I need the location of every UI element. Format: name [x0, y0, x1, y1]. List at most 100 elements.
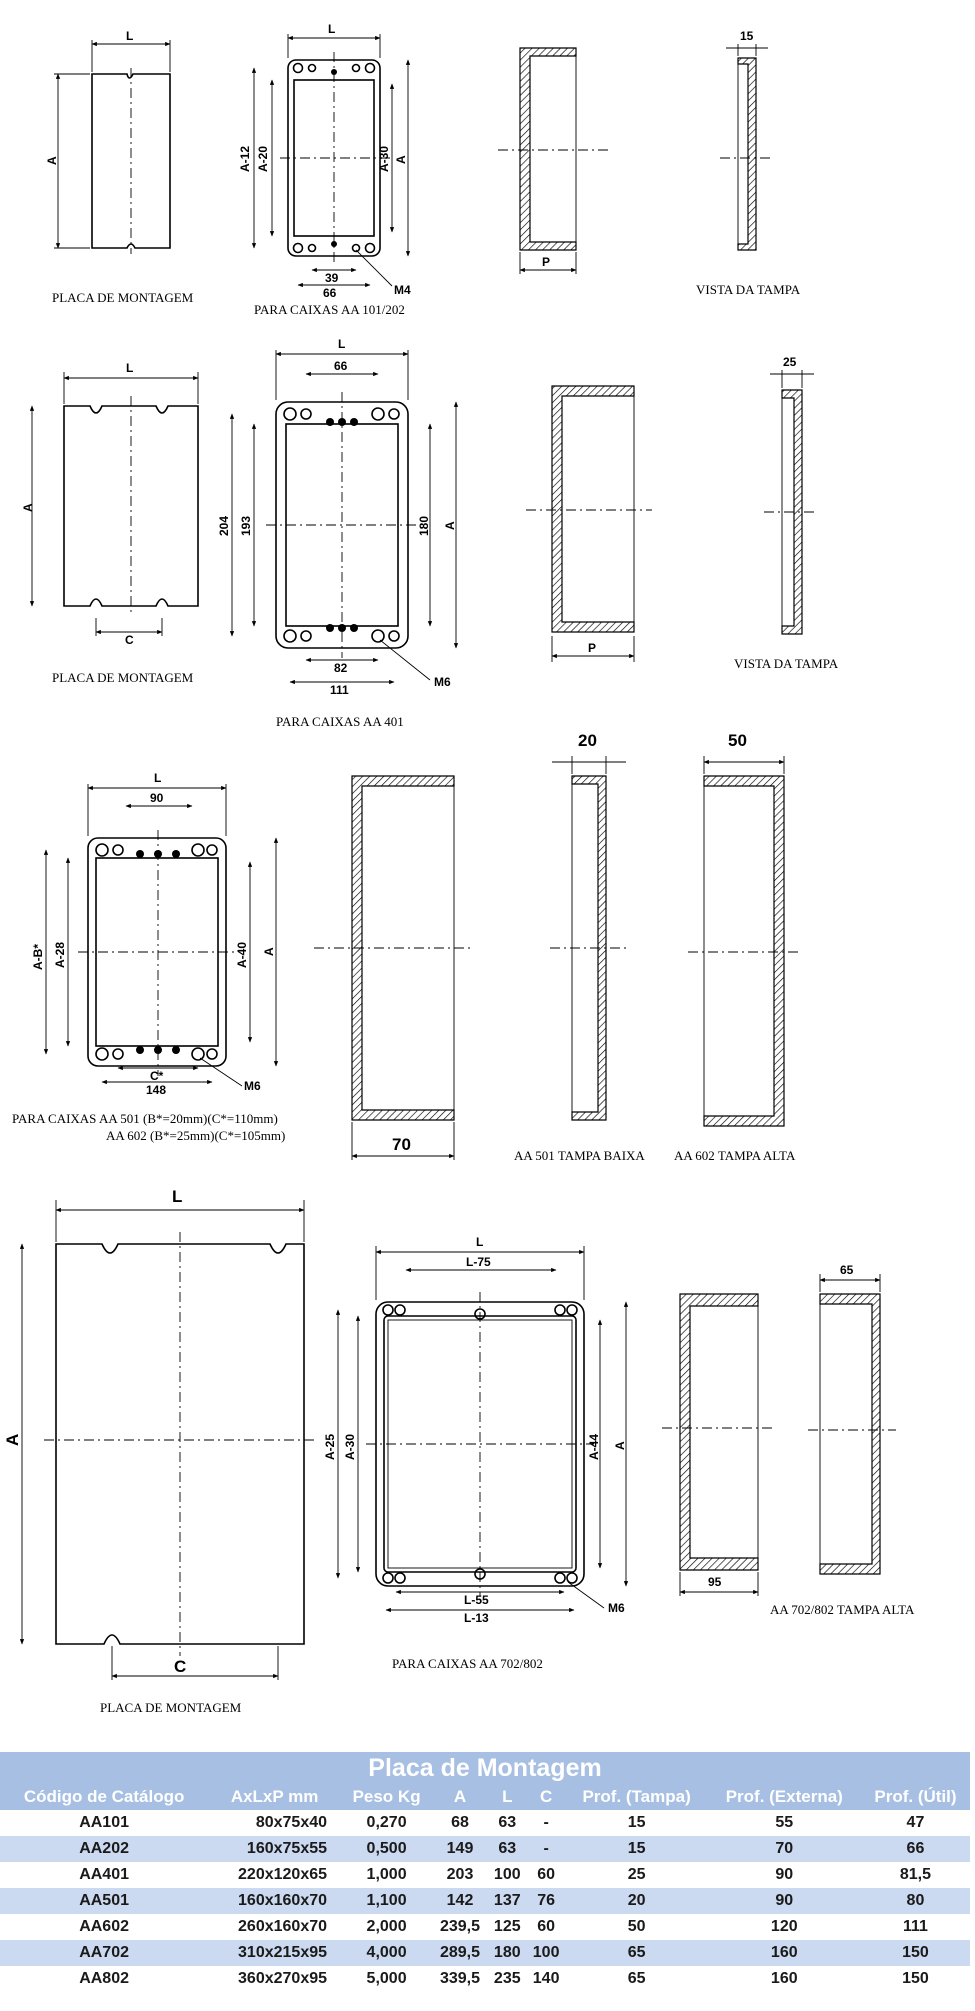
cell-weight: 1,100	[341, 1888, 433, 1914]
caption-high-lid: AA 602 TAMPA ALTA	[674, 1148, 796, 1163]
lid-view-4: 65 AA 702/802 TAMPA ALTA	[770, 1263, 915, 1617]
column-header: C	[526, 1784, 566, 1810]
dim-label: L	[338, 337, 345, 351]
specs-table-wrapper: Placa de Montagem Código de Catálogo AxL…	[0, 1752, 970, 1992]
mounting-plate-2: L A C PLACA DE MONTAGEM	[21, 361, 199, 685]
cell-depth-usable: 66	[860, 1836, 970, 1862]
cell-a: 239,5	[432, 1914, 488, 1940]
screw-hole	[394, 1572, 406, 1584]
screw-hole	[382, 1572, 394, 1584]
caption-box-line-2: AA 602 (B*=25mm)(C*=105mm)	[106, 1128, 285, 1143]
dim-label: C	[125, 633, 134, 647]
cell-a: 142	[432, 1888, 488, 1914]
cell-l: 125	[487, 1914, 527, 1940]
cell-code: AA501	[0, 1888, 209, 1914]
cell-depth-external: 90	[707, 1862, 861, 1888]
cell-c: 60	[526, 1914, 566, 1940]
dim-label: 111	[330, 683, 349, 697]
dim-label: L-13	[464, 1611, 489, 1625]
screw-hole	[206, 844, 218, 856]
cell-dimensions: 310x215x95	[208, 1940, 342, 1966]
column-header: A	[432, 1784, 488, 1810]
cell-depth-external: 90	[707, 1888, 861, 1914]
box-drawing-2: L 66 204 193 180 A 82 111 M6 PARA CAIXAS…	[217, 337, 459, 729]
screw-hole	[283, 407, 297, 421]
dim-label: L	[328, 22, 335, 36]
cell-code: AA101	[0, 1810, 209, 1836]
caption-mounting-plate: PLACA DE MONTAGEM	[100, 1700, 242, 1715]
box-drawing-1: L A-12 A-20 A-30 A 39 66 M4 PARA CAIXAS …	[238, 22, 411, 317]
cell-weight: 0,270	[341, 1810, 433, 1836]
caption-mounting-plate: PLACA DE MONTAGEM	[52, 290, 194, 305]
dim-label: 193	[239, 516, 253, 536]
box-drawing-4: L L-75 A-25 A-30 A-44 A L-55 L-13 M6 PAR…	[323, 1235, 629, 1671]
column-header: L	[487, 1784, 527, 1810]
dim-label: 82	[334, 661, 348, 675]
dim-label: 148	[146, 1083, 166, 1097]
table-row: AA702 310x215x95 4,000 289,5 180 100 65 …	[0, 1940, 970, 1966]
cell-dimensions: 220x120x65	[208, 1862, 342, 1888]
screw-hole	[566, 1572, 578, 1584]
side-view-1: P	[498, 47, 610, 274]
cell-code: AA602	[0, 1914, 209, 1940]
table-row: AA501 160x160x70 1,100 142 137 76 20 90 …	[0, 1888, 970, 1914]
cell-weight: 5,000	[341, 1966, 433, 1992]
cell-a: 289,5	[432, 1940, 488, 1966]
dim-label: L	[476, 1235, 483, 1249]
dim-label: 25	[783, 355, 797, 369]
dim-label: A-30	[343, 1434, 357, 1460]
screw-hole	[95, 1047, 109, 1061]
side-view-3: 70	[314, 775, 474, 1160]
dim-label: A	[21, 503, 35, 512]
cell-depth-external: 70	[707, 1836, 861, 1862]
dim-label: L-55	[464, 1593, 489, 1607]
dim-label: M6	[434, 675, 451, 689]
cell-depth-external: 55	[707, 1810, 861, 1836]
dim-label: 65	[840, 1263, 854, 1277]
column-header: Prof. (Tampa)	[565, 1784, 708, 1810]
screw-hole	[292, 62, 304, 74]
high-lid-view-3: 50 AA 602 TAMPA ALTA	[674, 731, 800, 1163]
cell-depth-lid: 25	[565, 1862, 708, 1888]
dim-label: 50	[728, 731, 747, 750]
cell-l: 63	[487, 1836, 527, 1862]
cell-dimensions: 260x160x70	[208, 1914, 342, 1940]
table-row: AA802 360x270x95 5,000 339,5 235 140 65 …	[0, 1966, 970, 1992]
cell-weight: 1,000	[341, 1862, 433, 1888]
header-row: Código de Catálogo AxLxP mm Peso Kg A L …	[0, 1784, 970, 1810]
dim-label: M4	[394, 283, 411, 297]
dim-label: A	[262, 947, 276, 956]
dim-label: L	[172, 1187, 182, 1206]
cell-dimensions: 160x160x70	[208, 1888, 342, 1914]
cell-l: 100	[487, 1862, 527, 1888]
dim-label: 15	[740, 29, 754, 43]
column-header: Código de Catálogo	[0, 1784, 209, 1810]
dim-label: C*	[150, 1069, 164, 1083]
cell-dimensions: 80x75x40	[208, 1810, 342, 1836]
cell-depth-lid: 65	[565, 1966, 708, 1992]
caption-mounting-plate: PLACA DE MONTAGEM	[52, 670, 194, 685]
cell-l: 180	[487, 1940, 527, 1966]
screw-hole	[388, 630, 400, 642]
cell-dimensions: 360x270x95	[208, 1966, 342, 1992]
screw-hole	[307, 63, 317, 73]
cell-a: 203	[432, 1862, 488, 1888]
screw-hole	[371, 407, 385, 421]
dim-label: A-B*	[31, 944, 45, 970]
screw-hole	[300, 630, 312, 642]
screw-hole	[283, 629, 297, 643]
column-header: Peso Kg	[341, 1784, 433, 1810]
caption-box-line-1: PARA CAIXAS AA 501 (B*=20mm)(C*=110mm)	[12, 1111, 278, 1126]
cell-weight: 2,000	[341, 1914, 433, 1940]
cell-depth-lid: 20	[565, 1888, 708, 1914]
screw-hole	[566, 1304, 578, 1316]
lid-view-1: 15 VISTA DA TAMPA	[696, 29, 801, 297]
cell-depth-lid: 50	[565, 1914, 708, 1940]
dim-label: A-44	[587, 1434, 601, 1460]
caption-lid: AA 702/802 TAMPA ALTA	[770, 1602, 915, 1617]
table-row: AA202 160x75x55 0,500 149 63 - 15 70 66	[0, 1836, 970, 1862]
dim-label: M6	[244, 1079, 261, 1093]
cell-depth-usable: 81,5	[860, 1862, 970, 1888]
cell-dimensions: 160x75x55	[208, 1836, 342, 1862]
